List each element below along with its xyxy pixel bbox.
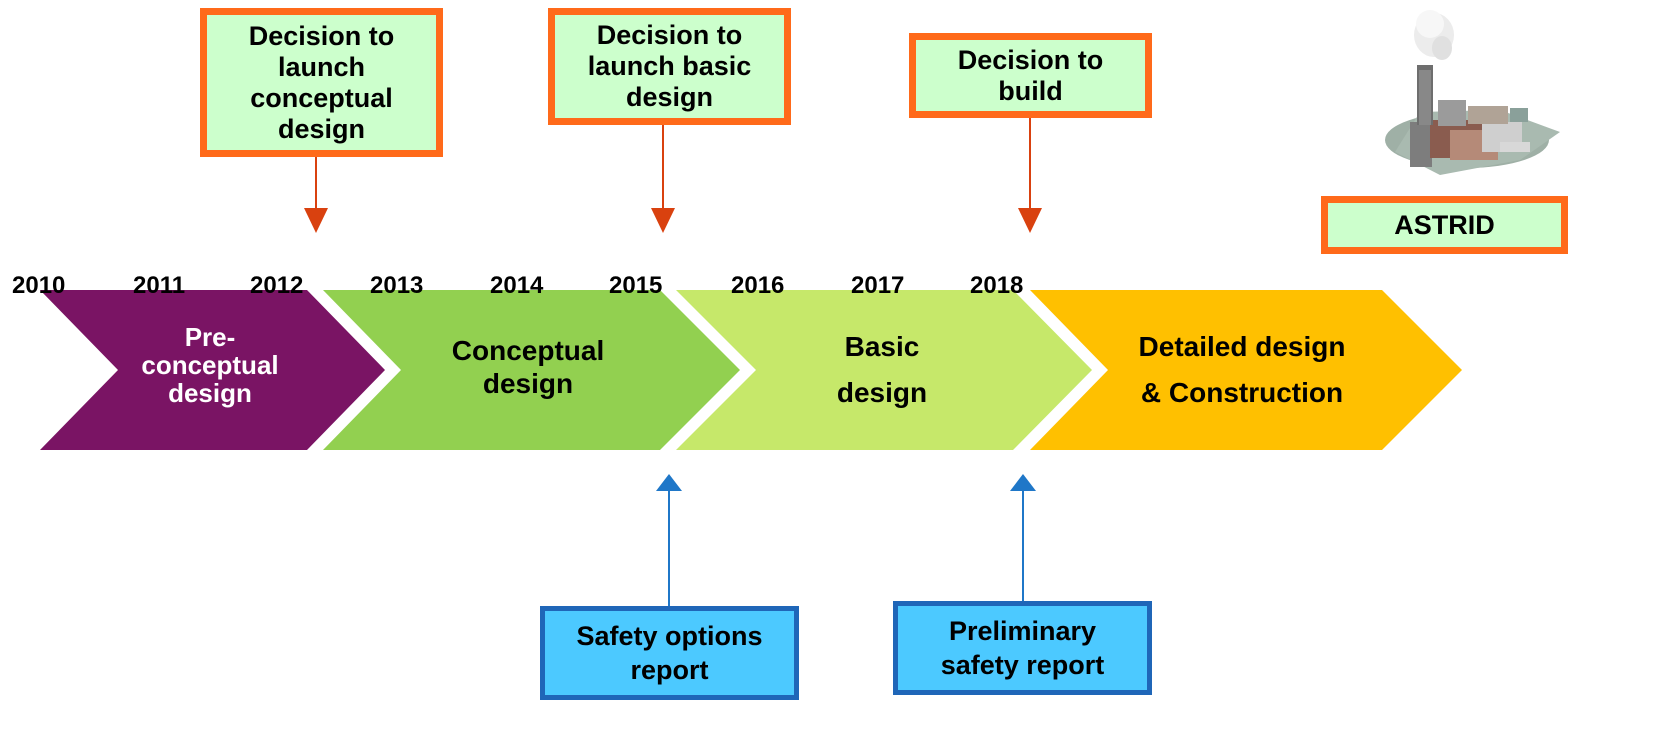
decision-arrow-build — [1018, 118, 1042, 233]
phase-label-conceptual: Conceptual design — [451, 335, 605, 399]
decision-box-build: Decision to build — [909, 33, 1152, 118]
year-label: 2017 — [851, 272, 905, 299]
year-label: 2012 — [250, 272, 304, 299]
report-arrow-preliminary — [1010, 474, 1036, 603]
astrid-label-box: ASTRID — [1321, 196, 1568, 254]
phase-label-pre-conceptual: Pre- conceptual design — [141, 322, 279, 408]
report-box-safety-options: Safety options report — [540, 606, 799, 700]
year-label: 2018 — [970, 272, 1024, 299]
decision-arrow-conceptual — [304, 157, 328, 233]
year-label: 2014 — [490, 272, 544, 299]
year-label: 2013 — [370, 272, 424, 299]
phase-chevron-pre-conceptual — [40, 290, 385, 450]
phase-chevron-conceptual — [323, 290, 740, 450]
decision-box-launch-basic: Decision to launch basic design — [548, 8, 791, 125]
phase-label-detailed: Detailed design & Construction — [1138, 331, 1346, 408]
year-label: 2010 — [12, 272, 66, 299]
report-arrow-safety-options — [656, 474, 682, 608]
phase-label-basic: Basic design — [836, 331, 928, 408]
year-label: 2015 — [609, 272, 663, 299]
reactor-plant-icon — [1385, 10, 1560, 175]
phase-chevron-basic — [676, 290, 1092, 450]
phase-chevron-detailed — [1030, 290, 1462, 450]
decision-arrow-basic — [651, 125, 675, 233]
year-label: 2011 — [133, 272, 186, 299]
year-label: 2016 — [731, 272, 785, 299]
decision-box-launch-conceptual: Decision to launch conceptual design — [200, 8, 443, 157]
report-box-preliminary-safety: Preliminary safety report — [893, 601, 1152, 695]
